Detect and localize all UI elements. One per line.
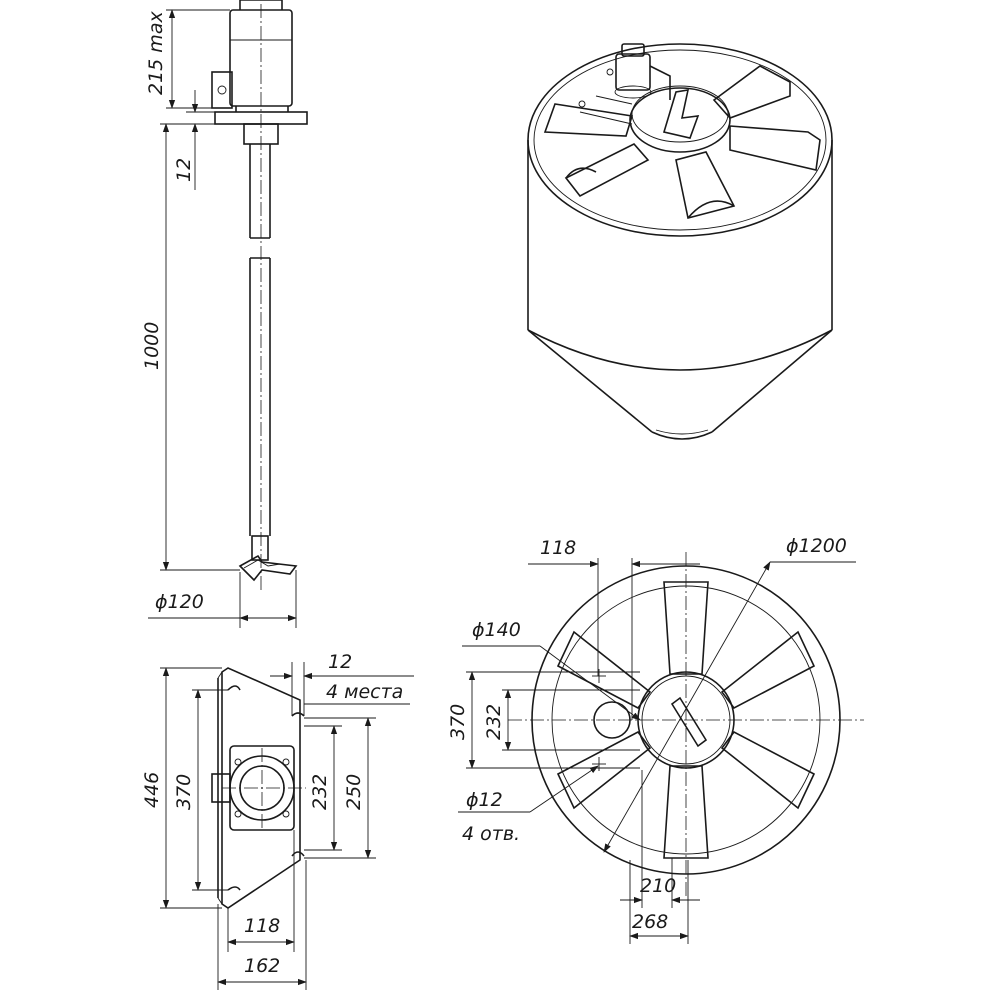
dim-plan-118: 118 <box>540 537 576 559</box>
dim-shaft-length: 1000 <box>141 322 163 370</box>
dim-tank-diameter: ϕ1200 <box>786 535 847 557</box>
dim-motor-height: 215 max <box>145 11 167 95</box>
tank-hatches <box>543 65 821 219</box>
bracket-view: 12 4 места 446 370 232 250 118 162 <box>141 651 414 990</box>
dim-hole-spacing: 370 <box>173 774 195 810</box>
dim-flange-thickness: 12 <box>173 158 195 182</box>
dim-slot-width: 12 <box>328 651 352 673</box>
dim-plan-232: 232 <box>483 704 505 740</box>
dim-118: 118 <box>244 915 280 937</box>
dim-bracket-height: 446 <box>141 772 163 808</box>
tank-isometric-view <box>527 43 833 440</box>
dim-232: 232 <box>309 774 331 810</box>
side-view: 215 max 12 1000 ϕ120 <box>141 0 308 628</box>
dim-162: 162 <box>244 955 280 977</box>
plan-view: 118 ϕ1200 ϕ140 370 232 ϕ12 4 отв. 210 <box>447 535 864 944</box>
dim-plan-210: 210 <box>640 875 676 897</box>
dim-hole-diameter: ϕ12 <box>466 789 503 811</box>
dim-plan-268: 268 <box>632 911 668 933</box>
dim-impeller-diameter: ϕ120 <box>155 591 204 613</box>
dim-hole-count: 4 отв. <box>462 823 520 845</box>
dim-250: 250 <box>343 774 365 810</box>
dim-plan-370: 370 <box>447 704 469 740</box>
dim-hatch-diameter: ϕ140 <box>472 619 521 641</box>
dim-slot-note: 4 места <box>326 681 403 703</box>
